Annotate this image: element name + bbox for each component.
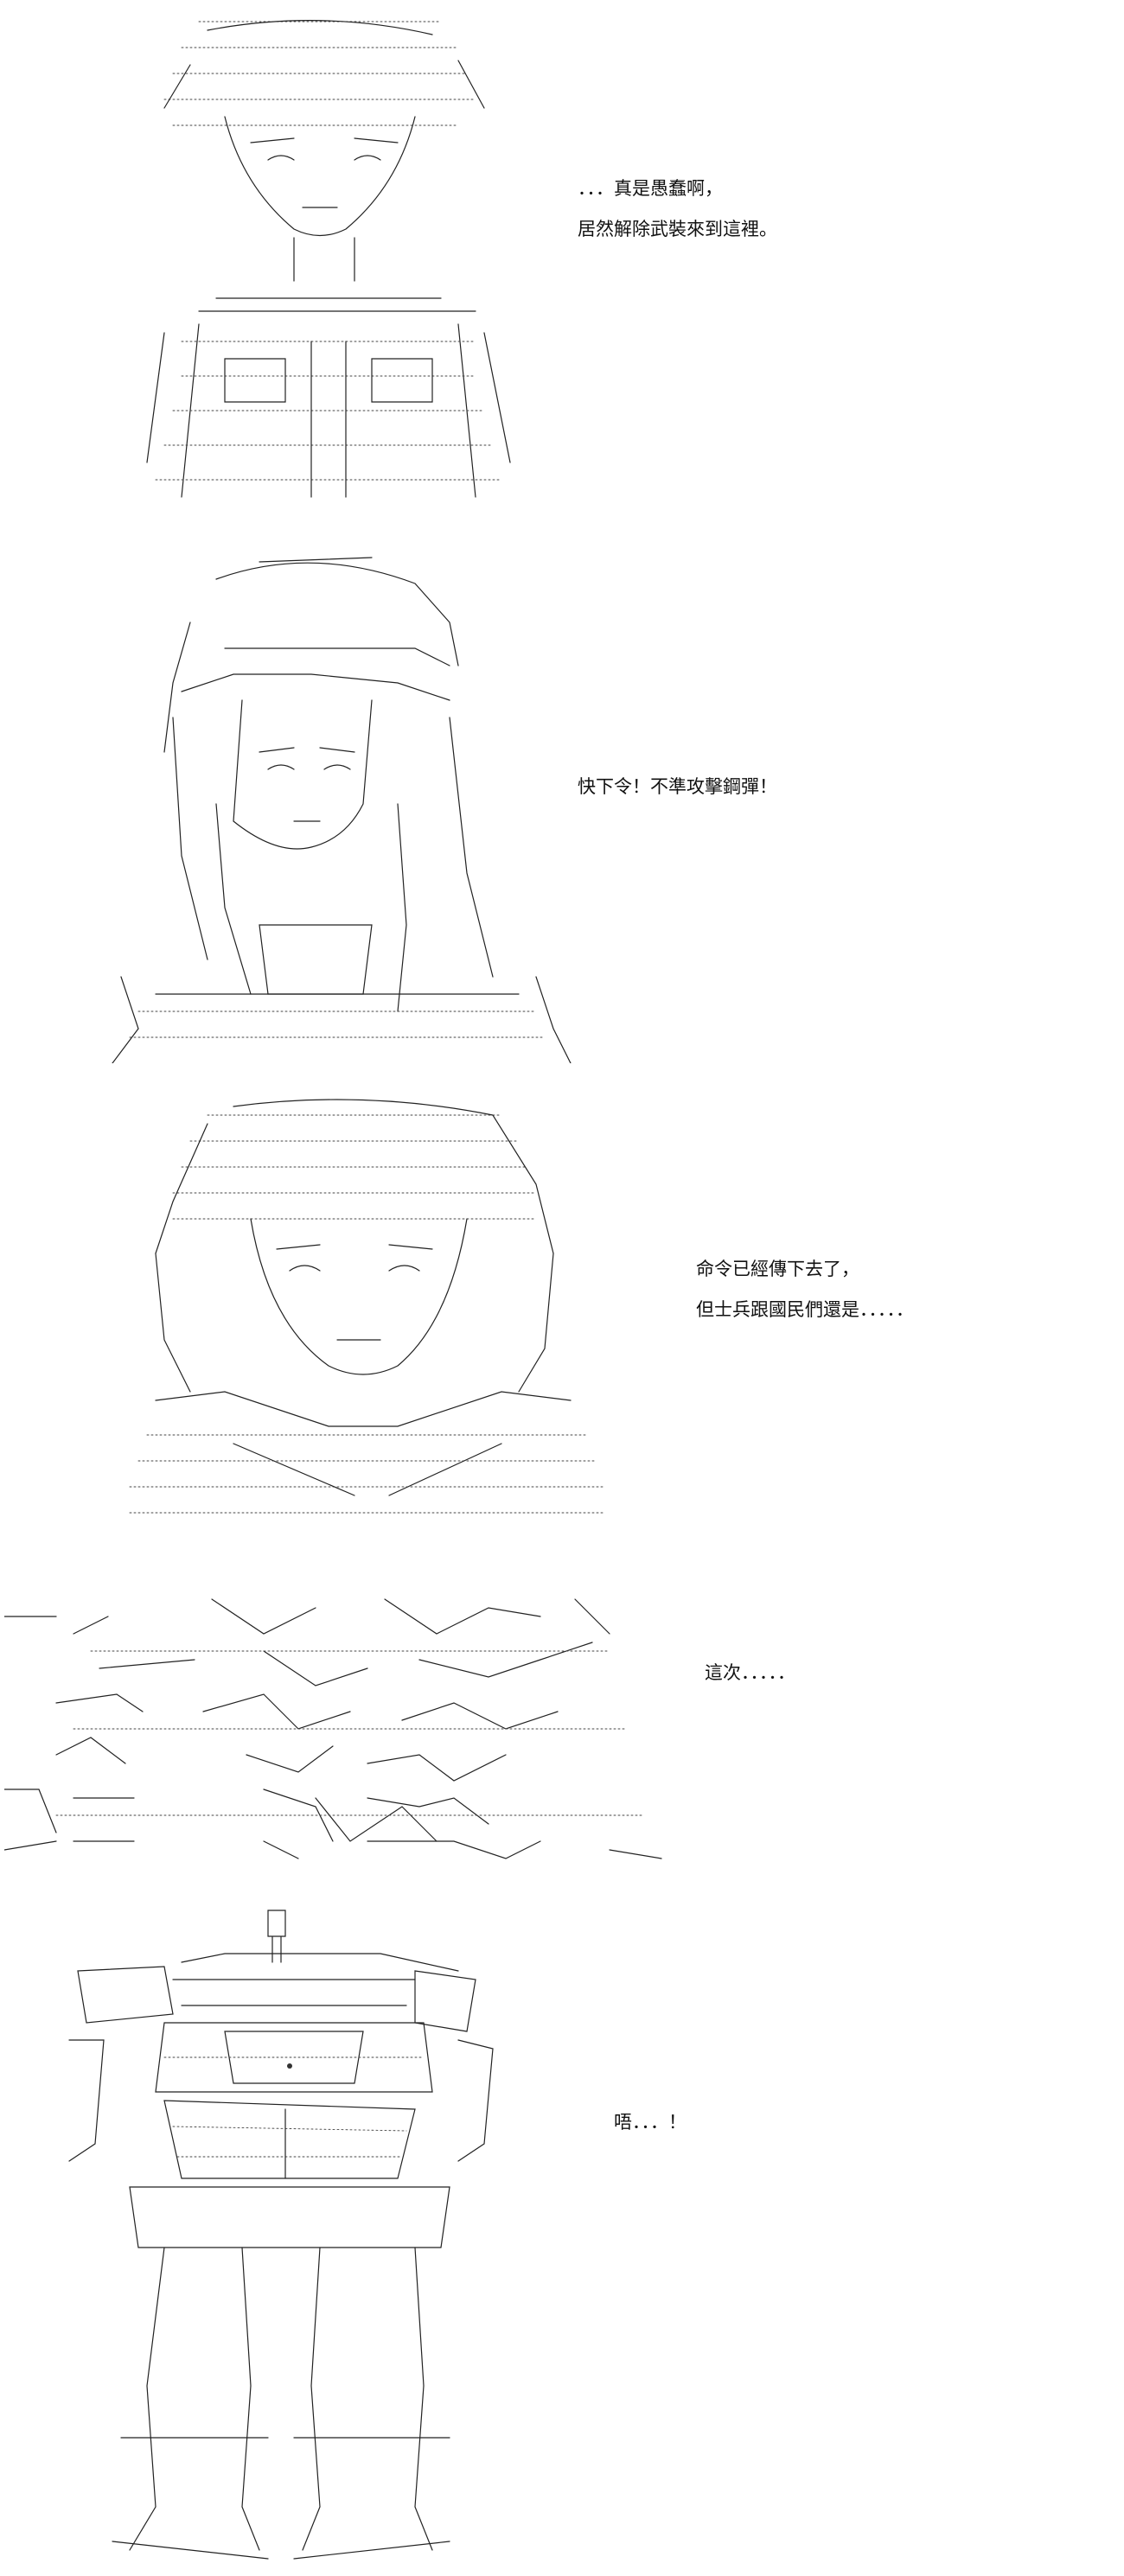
ascii-art-figure-3 bbox=[104, 1098, 623, 1530]
dialogue-line: 唔．．．！ bbox=[614, 2112, 687, 2133]
dialogue-box-4: 這次．．．．． bbox=[705, 1664, 795, 1705]
dialogue-line: 這次．．．．． bbox=[705, 1662, 795, 1683]
ascii-art-figure-2 bbox=[86, 545, 588, 1063]
ascii-art-robot bbox=[52, 1902, 536, 2567]
ascii-art-figure-1 bbox=[95, 13, 579, 506]
dialogue-line: ．．．真是愚蠢啊， bbox=[578, 178, 723, 199]
dialogue-box-5: 唔．．．！ bbox=[614, 2114, 687, 2154]
dialogue-line: 居然解除武裝來到這裡。 bbox=[578, 219, 777, 239]
dialogue-box-3: 命令已經傳下去了， 但士兵跟國民們還是．．．．． bbox=[696, 1260, 914, 1342]
ascii-art-speed-lines bbox=[4, 1582, 696, 1876]
panel-2: 快下令！不準攻擊鋼彈！ bbox=[0, 527, 1124, 1063]
dialogue-box-1: ．．．真是愚蠢啊， 居然解除武裝來到這裡。 bbox=[578, 180, 777, 261]
dialogue-line: 命令已經傳下去了， bbox=[696, 1259, 859, 1279]
dialogue-line: 但士兵跟國民們還是．．．．． bbox=[696, 1299, 914, 1320]
panel-1: ．．．真是愚蠢啊， 居然解除武裝來到這裡。 bbox=[0, 0, 1124, 510]
panel-5: 唔．．．！ bbox=[0, 1893, 1124, 2567]
panel-4: 這次．．．．． bbox=[0, 1573, 1124, 1884]
panel-3: 命令已經傳下去了， 但士兵跟國民們還是．．．．． bbox=[0, 1081, 1124, 1530]
dialogue-box-2: 快下令！不準攻擊鋼彈！ bbox=[578, 778, 777, 819]
dialogue-line: 快下令！不準攻擊鋼彈！ bbox=[578, 776, 777, 797]
